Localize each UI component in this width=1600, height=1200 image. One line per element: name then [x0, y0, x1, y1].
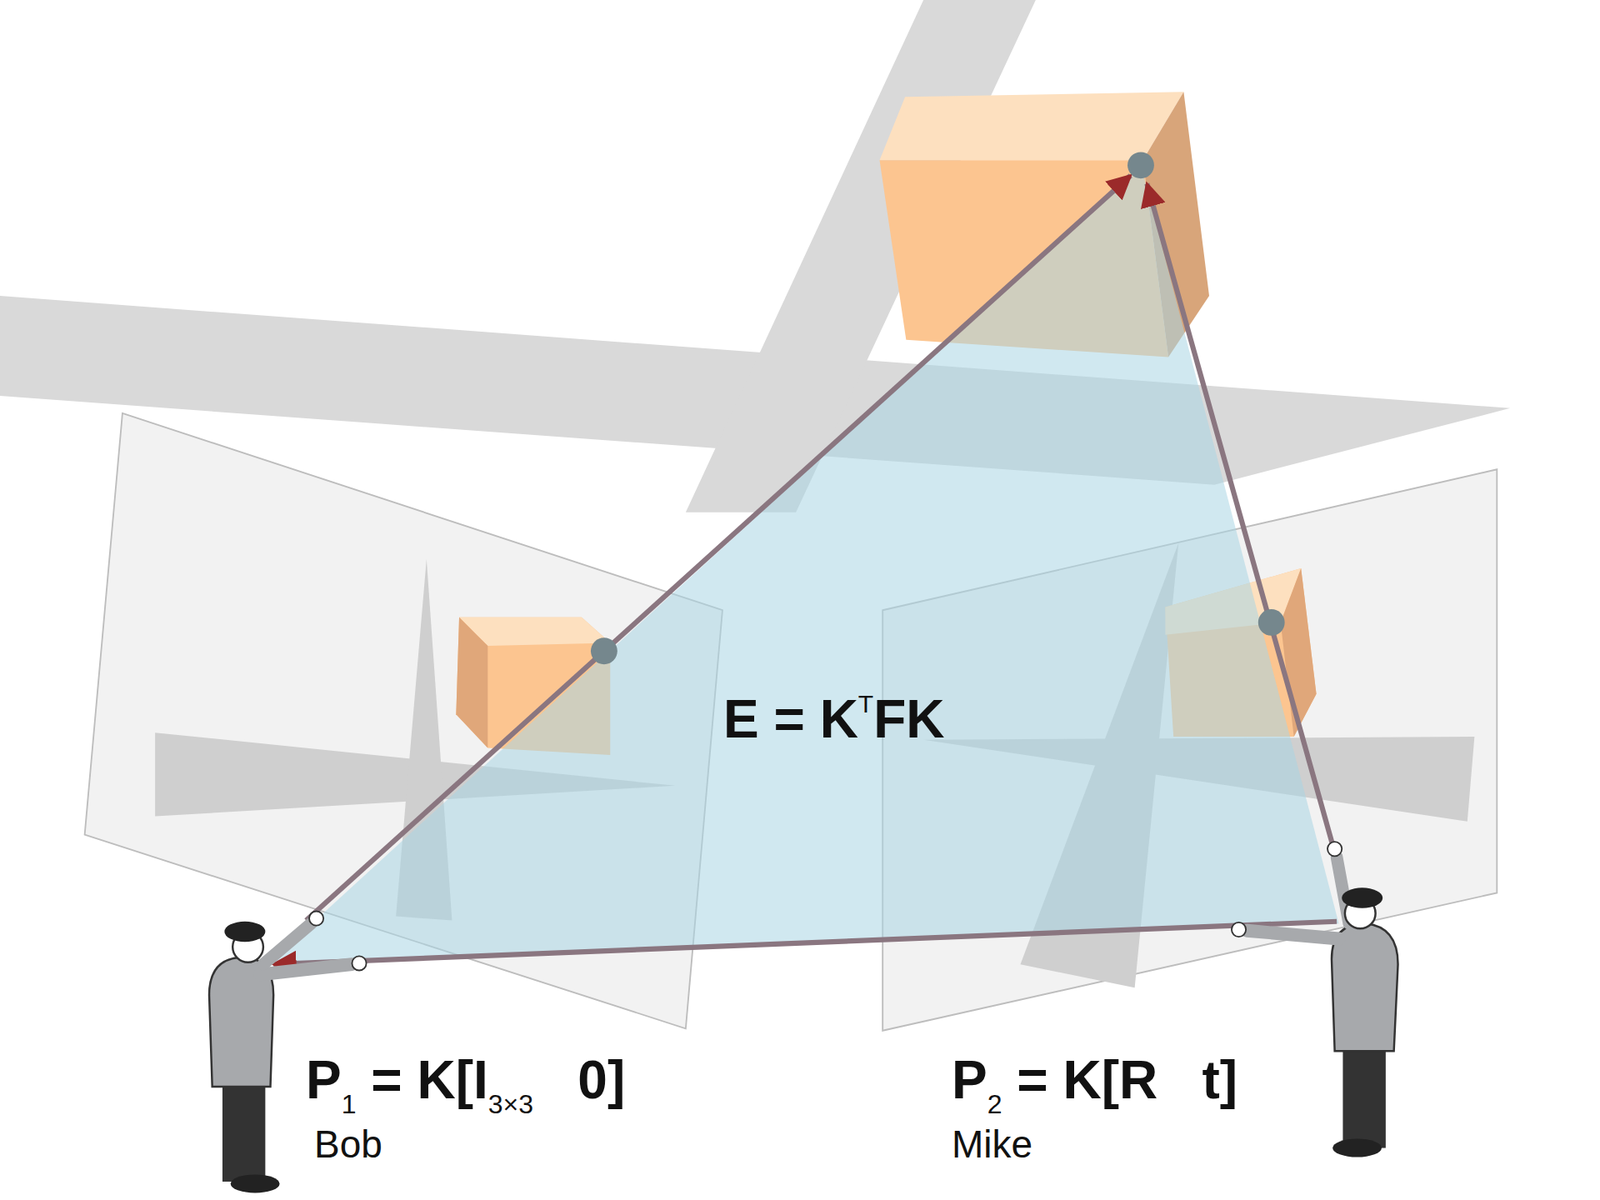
subscript: 2: [987, 1089, 1003, 1120]
ray: [305, 175, 1130, 921]
image-point: [1258, 609, 1285, 636]
epipolar-plane: [267, 165, 1340, 965]
essential-matrix-formula: E = KTFK: [723, 691, 945, 746]
small-box-right: [1280, 568, 1317, 737]
person-name: Mike: [951, 1125, 1033, 1164]
person-name: Bob: [314, 1125, 383, 1164]
person-name: Mike: [951, 1122, 1033, 1166]
formula-text: 0]: [533, 1050, 625, 1110]
box-top: [880, 91, 1185, 160]
formula-text: P: [951, 1050, 988, 1110]
scene-point: [1127, 151, 1155, 179]
camera-matrix-formula: P2 = K[R t]: [951, 1053, 1238, 1118]
formula-text: FK: [873, 689, 945, 750]
formula-text: = K[I: [355, 1050, 488, 1110]
camera-matrix-formula: P1 = K[I3×3 0]: [305, 1053, 625, 1118]
small-box-left: [455, 617, 488, 749]
superscript: T: [858, 690, 874, 718]
ray: [1146, 183, 1333, 845]
baseline: [273, 921, 1337, 965]
person-name: Bob: [314, 1122, 383, 1166]
person-mike: [1231, 841, 1399, 1157]
subscript: 3×3: [488, 1089, 534, 1120]
formula-text: P: [305, 1050, 342, 1110]
image-point: [590, 637, 618, 665]
formula-text: E = K: [723, 689, 859, 750]
subscript: 1: [341, 1089, 357, 1120]
formula-text: = K[R t]: [1001, 1050, 1238, 1110]
